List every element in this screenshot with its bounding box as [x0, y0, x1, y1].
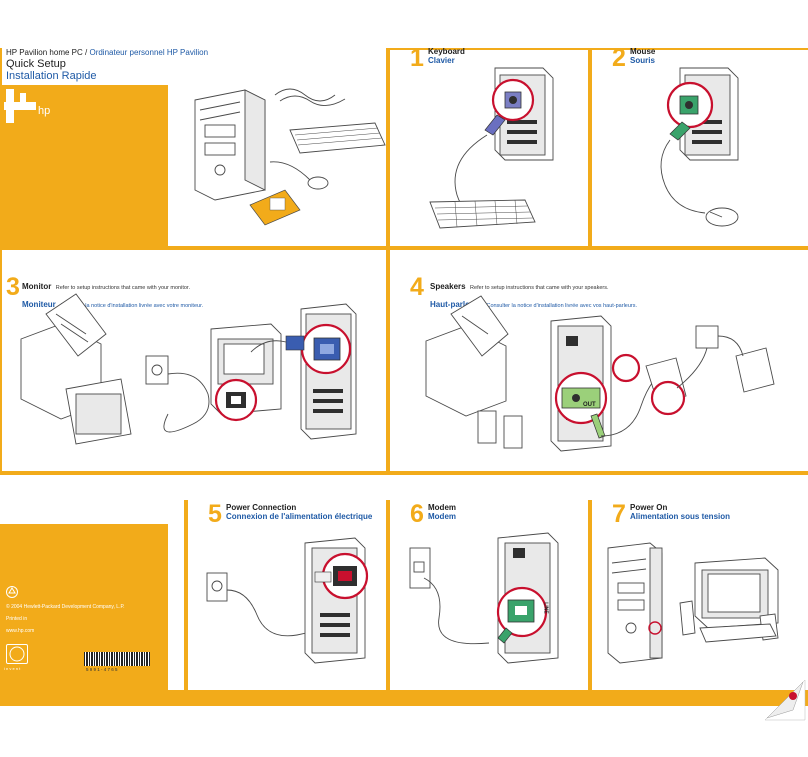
- modem-line-label: LINE: [542, 602, 549, 614]
- cover-header: HP Pavilion home PC / Ordinateur personn…: [6, 48, 266, 82]
- frame-bar-bottom: [0, 690, 808, 706]
- step-1-title: Keyboard Clavier: [428, 47, 465, 65]
- step-5-number: 5: [208, 500, 222, 528]
- website-text: www.hp.com: [6, 628, 35, 634]
- recycle-icon: [6, 586, 18, 598]
- hp-badge-logo: [6, 644, 28, 664]
- step-4-title-en: Speakers: [430, 282, 466, 291]
- step-4-illustration: [425, 295, 775, 452]
- barcode: [84, 652, 150, 666]
- step-1-title-en: Keyboard: [428, 47, 465, 56]
- step-2-title: Mouse Souris: [630, 47, 655, 65]
- hp-plus-logo: [4, 89, 36, 123]
- frame-bar-left-mid: [0, 246, 2, 474]
- step-2-title-fr: Souris: [630, 56, 655, 65]
- step-4-note-fr: Consulter la notice d'installation livré…: [486, 303, 638, 309]
- step-7-title: Power On Alimentation sous tension: [630, 503, 730, 521]
- step-7-title-en: Power On: [630, 503, 668, 512]
- printed-in-text: Printed in: [6, 616, 28, 622]
- step-4-number: 4: [410, 273, 424, 301]
- frame-bar-v2: [588, 48, 592, 248]
- step-7-illustration: [607, 542, 779, 664]
- step-3-title-fr: Moniteur: [22, 300, 56, 309]
- frame-bar-v3: [386, 246, 390, 474]
- frame-bar-v5: [386, 500, 390, 706]
- page-curl-icon: [764, 679, 806, 721]
- step-5-illustration: [206, 537, 369, 664]
- step-2-title-en: Mouse: [630, 47, 656, 56]
- product-name-fr: Ordinateur personnel HP Pavilion: [89, 48, 209, 57]
- step-3-note-fr: Consulter la notice d'installation livré…: [60, 303, 204, 309]
- hp-circle-icon: [9, 646, 25, 662]
- step-2-number: 2: [612, 44, 626, 72]
- frame-bar-h1: [0, 246, 808, 250]
- step-6-title-fr: Modem: [428, 512, 456, 521]
- hp-logo-text: hp: [38, 105, 51, 117]
- step-1-number: 1: [410, 44, 424, 72]
- speaker-out-label: OUT: [583, 402, 596, 408]
- step-2-illustration: [660, 67, 739, 227]
- step-4-title: Speakers Refer to setup instructions tha…: [430, 276, 805, 312]
- step-6-illustration: [409, 532, 559, 664]
- step-6-number: 6: [410, 500, 424, 528]
- step-1-title-fr: Clavier: [428, 56, 455, 65]
- step-5-title-fr: Connexion de l'alimentation électrique: [226, 512, 373, 521]
- step-3-note-en: Refer to setup instructions that came wi…: [55, 285, 190, 291]
- cover-yellow-block: hp: [0, 85, 168, 247]
- frame-bar-v6: [588, 500, 592, 706]
- step-6-title: Modem Modem: [428, 503, 456, 521]
- back-yellow-block: © 2004 Hewlett-Packard Development Compa…: [0, 524, 168, 691]
- step-5-title-en: Power Connection: [226, 503, 297, 512]
- hp-badge-text: i n v e n t: [4, 666, 21, 671]
- step-7-number: 7: [612, 500, 626, 528]
- step-3-number: 3: [6, 273, 20, 301]
- barcode-number: 5 9 9 1 - 4 7 6 5: [86, 667, 118, 672]
- step-5-title: Power Connection Connexion de l'alimenta…: [226, 503, 372, 521]
- step-3-illustration: [20, 293, 357, 445]
- cover-illustration: [194, 88, 386, 226]
- step-7-title-fr: Alimentation sous tension: [630, 512, 731, 521]
- step-6-title-en: Modem: [428, 503, 456, 512]
- step-1-illustration: [429, 67, 554, 229]
- copyright-text: © 2004 Hewlett-Packard Development Compa…: [6, 604, 125, 610]
- step-4-title-fr: Haut-parleurs: [430, 300, 483, 309]
- frame-bar-h2: [0, 471, 808, 475]
- product-name-en: HP Pavilion home PC /: [6, 48, 88, 57]
- step-3-title-en: Monitor: [22, 282, 52, 291]
- frame-bar-v4: [184, 500, 188, 706]
- step-3-title: Monitor Refer to setup instructions that…: [22, 276, 382, 312]
- title-en: Quick Setup: [6, 58, 66, 70]
- step-4-note-en: Refer to setup instructions that came wi…: [470, 285, 609, 291]
- frame-bar-top-right: [387, 48, 808, 50]
- frame-bar-v1: [386, 48, 390, 248]
- title-fr: Installation Rapide: [6, 70, 97, 82]
